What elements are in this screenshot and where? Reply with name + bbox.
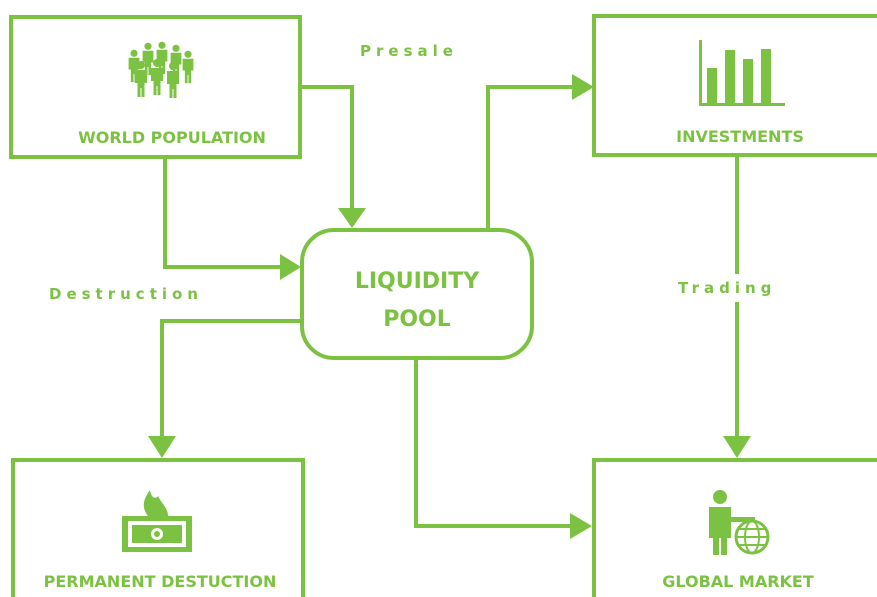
liquidity-pool-node: LIQUIDITY POOL: [300, 228, 534, 360]
trading-label-background: [672, 274, 804, 302]
businessman-globe-icon: [709, 490, 770, 555]
burning-money-icon: [122, 490, 192, 552]
edge-pool-to-market: [414, 358, 572, 528]
destruction-label: Destruction: [49, 285, 203, 303]
liquidity-pool-line1: LIQUIDITY: [355, 269, 480, 294]
liquidity-pool-line2: POOL: [383, 307, 451, 332]
presale-label: Presale: [360, 42, 458, 60]
world-population-box: WORLD POPULATION: [9, 15, 302, 159]
investments-label: INVESTMENTS: [676, 127, 804, 146]
arrowhead-down: [723, 436, 751, 458]
arrowheads: [148, 74, 751, 539]
arrowhead-right: [572, 74, 594, 100]
investments-box: INVESTMENTS: [592, 14, 877, 157]
edge-population-to-pool: [300, 85, 354, 210]
arrowhead-right: [570, 513, 592, 539]
arrowhead-down: [148, 436, 176, 458]
edge-pool-to-destruction: [160, 319, 302, 438]
trading-label: Trading: [678, 279, 776, 297]
world-population-label: WORLD POPULATION: [78, 128, 266, 147]
bar-chart-icon: [699, 40, 785, 106]
edge-population-to-pool-side: [163, 157, 282, 269]
permanent-destruction-box: PERMANENT DESTUCTION: [11, 458, 305, 597]
permanent-destruction-label: PERMANENT DESTUCTION: [44, 572, 277, 591]
arrowhead-down: [338, 208, 366, 228]
global-market-box: GLOBAL MARKET: [592, 458, 877, 597]
edge-pool-to-investments: [486, 85, 574, 230]
connectors: [160, 85, 739, 528]
arrowhead-right: [280, 254, 301, 280]
global-market-label: GLOBAL MARKET: [662, 572, 814, 591]
